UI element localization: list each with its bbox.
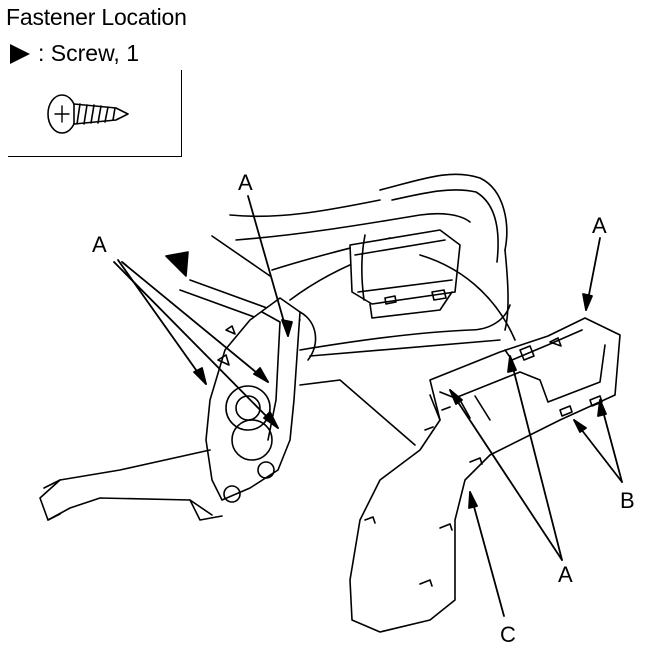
callout-a-left: A	[92, 232, 107, 257]
dashboard-structure	[179, 173, 516, 446]
left-bracket-assembly	[39, 297, 317, 521]
legend-box	[8, 70, 182, 157]
callout-b: B	[620, 488, 635, 513]
callout-c: C	[500, 622, 516, 647]
triangle-marker-icon	[10, 43, 30, 64]
page-title: Fastener Location	[6, 4, 187, 30]
screw-location-marker	[165, 251, 189, 277]
leader-lines	[113, 195, 623, 617]
lower-cover-part	[349, 317, 621, 633]
callout-a-bottom: A	[558, 562, 573, 587]
screw-icon	[47, 94, 129, 134]
callout-a-right: A	[592, 213, 607, 238]
legend-screw: : Screw, 1	[8, 40, 139, 67]
legend-label: : Screw, 1	[38, 40, 139, 66]
callout-a-top: A	[238, 170, 253, 195]
